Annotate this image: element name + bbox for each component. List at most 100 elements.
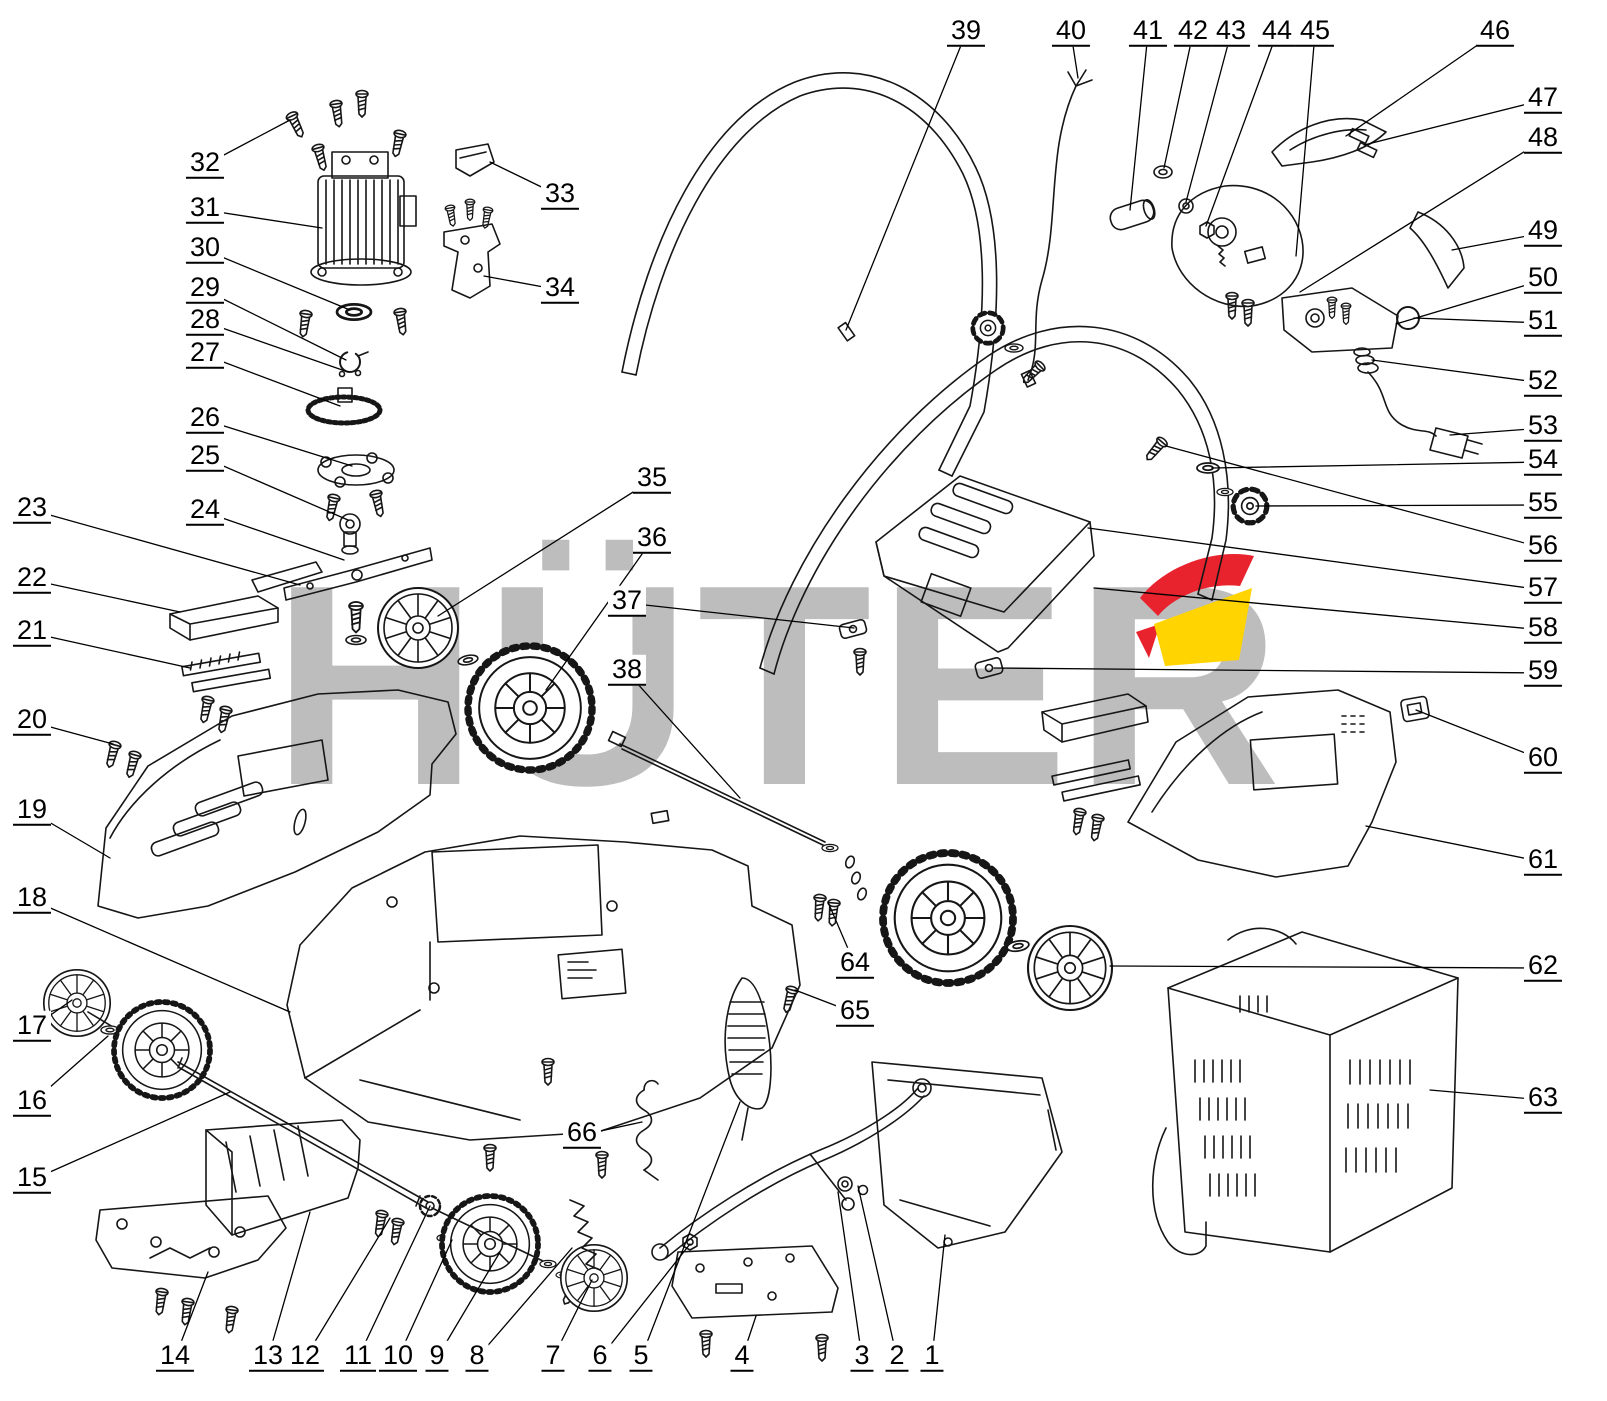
leader-line-56 <box>1165 445 1544 549</box>
leader-line-38 <box>626 671 741 799</box>
logo-red-sliver <box>1136 624 1160 658</box>
part-number-39: 39 <box>946 15 986 48</box>
rear-flap <box>205 1119 361 1236</box>
part-number-10: 10 <box>378 1340 418 1373</box>
leader-line-62 <box>1109 965 1544 969</box>
leader-line-51 <box>1413 317 1544 324</box>
leader-line-13 <box>267 1211 311 1359</box>
part-number-2: 2 <box>885 1340 909 1373</box>
leader-line-37 <box>626 602 855 629</box>
motor-cover-box <box>853 475 1095 676</box>
leader-line-27 <box>204 354 341 407</box>
leader-line-57 <box>1087 527 1544 591</box>
part-number-24: 24 <box>185 494 225 527</box>
switch-assembly <box>1109 117 1465 353</box>
part-number-41: 41 <box>1128 15 1168 48</box>
leader-line-35 <box>437 479 653 617</box>
leader-line-50 <box>1395 279 1544 325</box>
part-number-64: 64 <box>835 947 875 980</box>
leader-line-25 <box>204 457 349 521</box>
part-number-23: 23 <box>12 492 52 525</box>
part-number-14: 14 <box>155 1340 195 1373</box>
leader-line-3 <box>837 1191 863 1359</box>
part-number-35: 35 <box>632 462 672 495</box>
leader-line-2 <box>857 1185 898 1359</box>
part-number-29: 29 <box>185 272 225 305</box>
leader-line-43 <box>1185 32 1232 203</box>
part-number-26: 26 <box>185 402 225 435</box>
part-number-7: 7 <box>541 1340 565 1373</box>
part-number-45: 45 <box>1295 15 1335 48</box>
leader-line-30 <box>204 249 351 311</box>
leader-line-11 <box>357 1205 431 1359</box>
leader-line-52 <box>1371 359 1544 384</box>
part-number-33: 33 <box>540 178 580 211</box>
part-number-20: 20 <box>12 704 52 737</box>
part-number-11: 11 <box>339 1340 377 1373</box>
leader-line-36 <box>545 539 653 691</box>
part-number-30: 30 <box>185 232 225 265</box>
leader-line-47 <box>1363 99 1544 146</box>
part-number-51: 51 <box>1523 305 1563 338</box>
grass-basket <box>1151 927 1459 1256</box>
part-number-53: 53 <box>1523 410 1563 443</box>
part-number-31: 31 <box>185 192 225 225</box>
part-number-1: 1 <box>920 1340 944 1373</box>
part-number-66: 66 <box>562 1117 602 1150</box>
part-number-28: 28 <box>185 304 225 337</box>
mount-plates-right <box>1051 759 1141 843</box>
part-number-6: 6 <box>588 1340 612 1373</box>
part-number-47: 47 <box>1523 82 1563 115</box>
part-number-57: 57 <box>1523 572 1563 605</box>
part-number-32: 32 <box>185 147 225 180</box>
height-lever-arm <box>651 1078 932 1261</box>
leader-line-5 <box>640 1101 741 1359</box>
part-number-16: 16 <box>12 1085 52 1118</box>
leader-line-6 <box>599 1243 691 1359</box>
rubber-foot <box>455 143 495 177</box>
leader-line-31 <box>204 209 323 229</box>
part-number-43: 43 <box>1211 15 1251 48</box>
part-number-5: 5 <box>629 1340 653 1373</box>
part-number-46: 46 <box>1475 15 1515 48</box>
part-number-61: 61 <box>1523 844 1563 877</box>
grip-handle <box>724 977 772 1141</box>
leader-line-54 <box>1211 461 1544 469</box>
logo-yellow-flag <box>1154 588 1252 666</box>
leader-line-22 <box>31 579 181 613</box>
mount-bracket <box>443 198 501 299</box>
cover-latch <box>1400 695 1430 723</box>
part-number-13: 13 <box>248 1340 288 1373</box>
part-number-34: 34 <box>540 272 580 305</box>
cover-clip-left <box>838 618 868 640</box>
leader-line-12 <box>304 1217 391 1359</box>
leader-line-46 <box>1345 32 1496 137</box>
part-number-60: 60 <box>1523 742 1563 775</box>
mount-plates-left <box>181 651 272 735</box>
part-number-65: 65 <box>835 995 875 1028</box>
part-number-62: 62 <box>1523 950 1563 983</box>
part-number-37: 37 <box>607 585 647 618</box>
front-deck-cover <box>97 689 457 919</box>
part-number-25: 25 <box>185 440 225 473</box>
logo-red-swoosh <box>1140 553 1254 616</box>
part-number-42: 42 <box>1173 15 1213 48</box>
cover-clip-right <box>974 657 1004 679</box>
link-rod <box>607 730 868 901</box>
leader-line-9 <box>436 1251 501 1359</box>
motor-assembly <box>284 89 417 555</box>
rear-wheel-left <box>42 968 210 1098</box>
leader-line-28 <box>204 321 349 373</box>
base-plate <box>671 1245 839 1362</box>
part-number-15: 15 <box>12 1162 52 1195</box>
leader-line-10 <box>397 1239 453 1359</box>
leader-line-1 <box>931 1234 946 1359</box>
leader-line-55 <box>1255 504 1544 507</box>
main-deck <box>286 809 801 1179</box>
part-number-40: 40 <box>1051 15 1091 48</box>
part-number-55: 55 <box>1523 487 1563 520</box>
part-number-58: 58 <box>1523 612 1563 645</box>
